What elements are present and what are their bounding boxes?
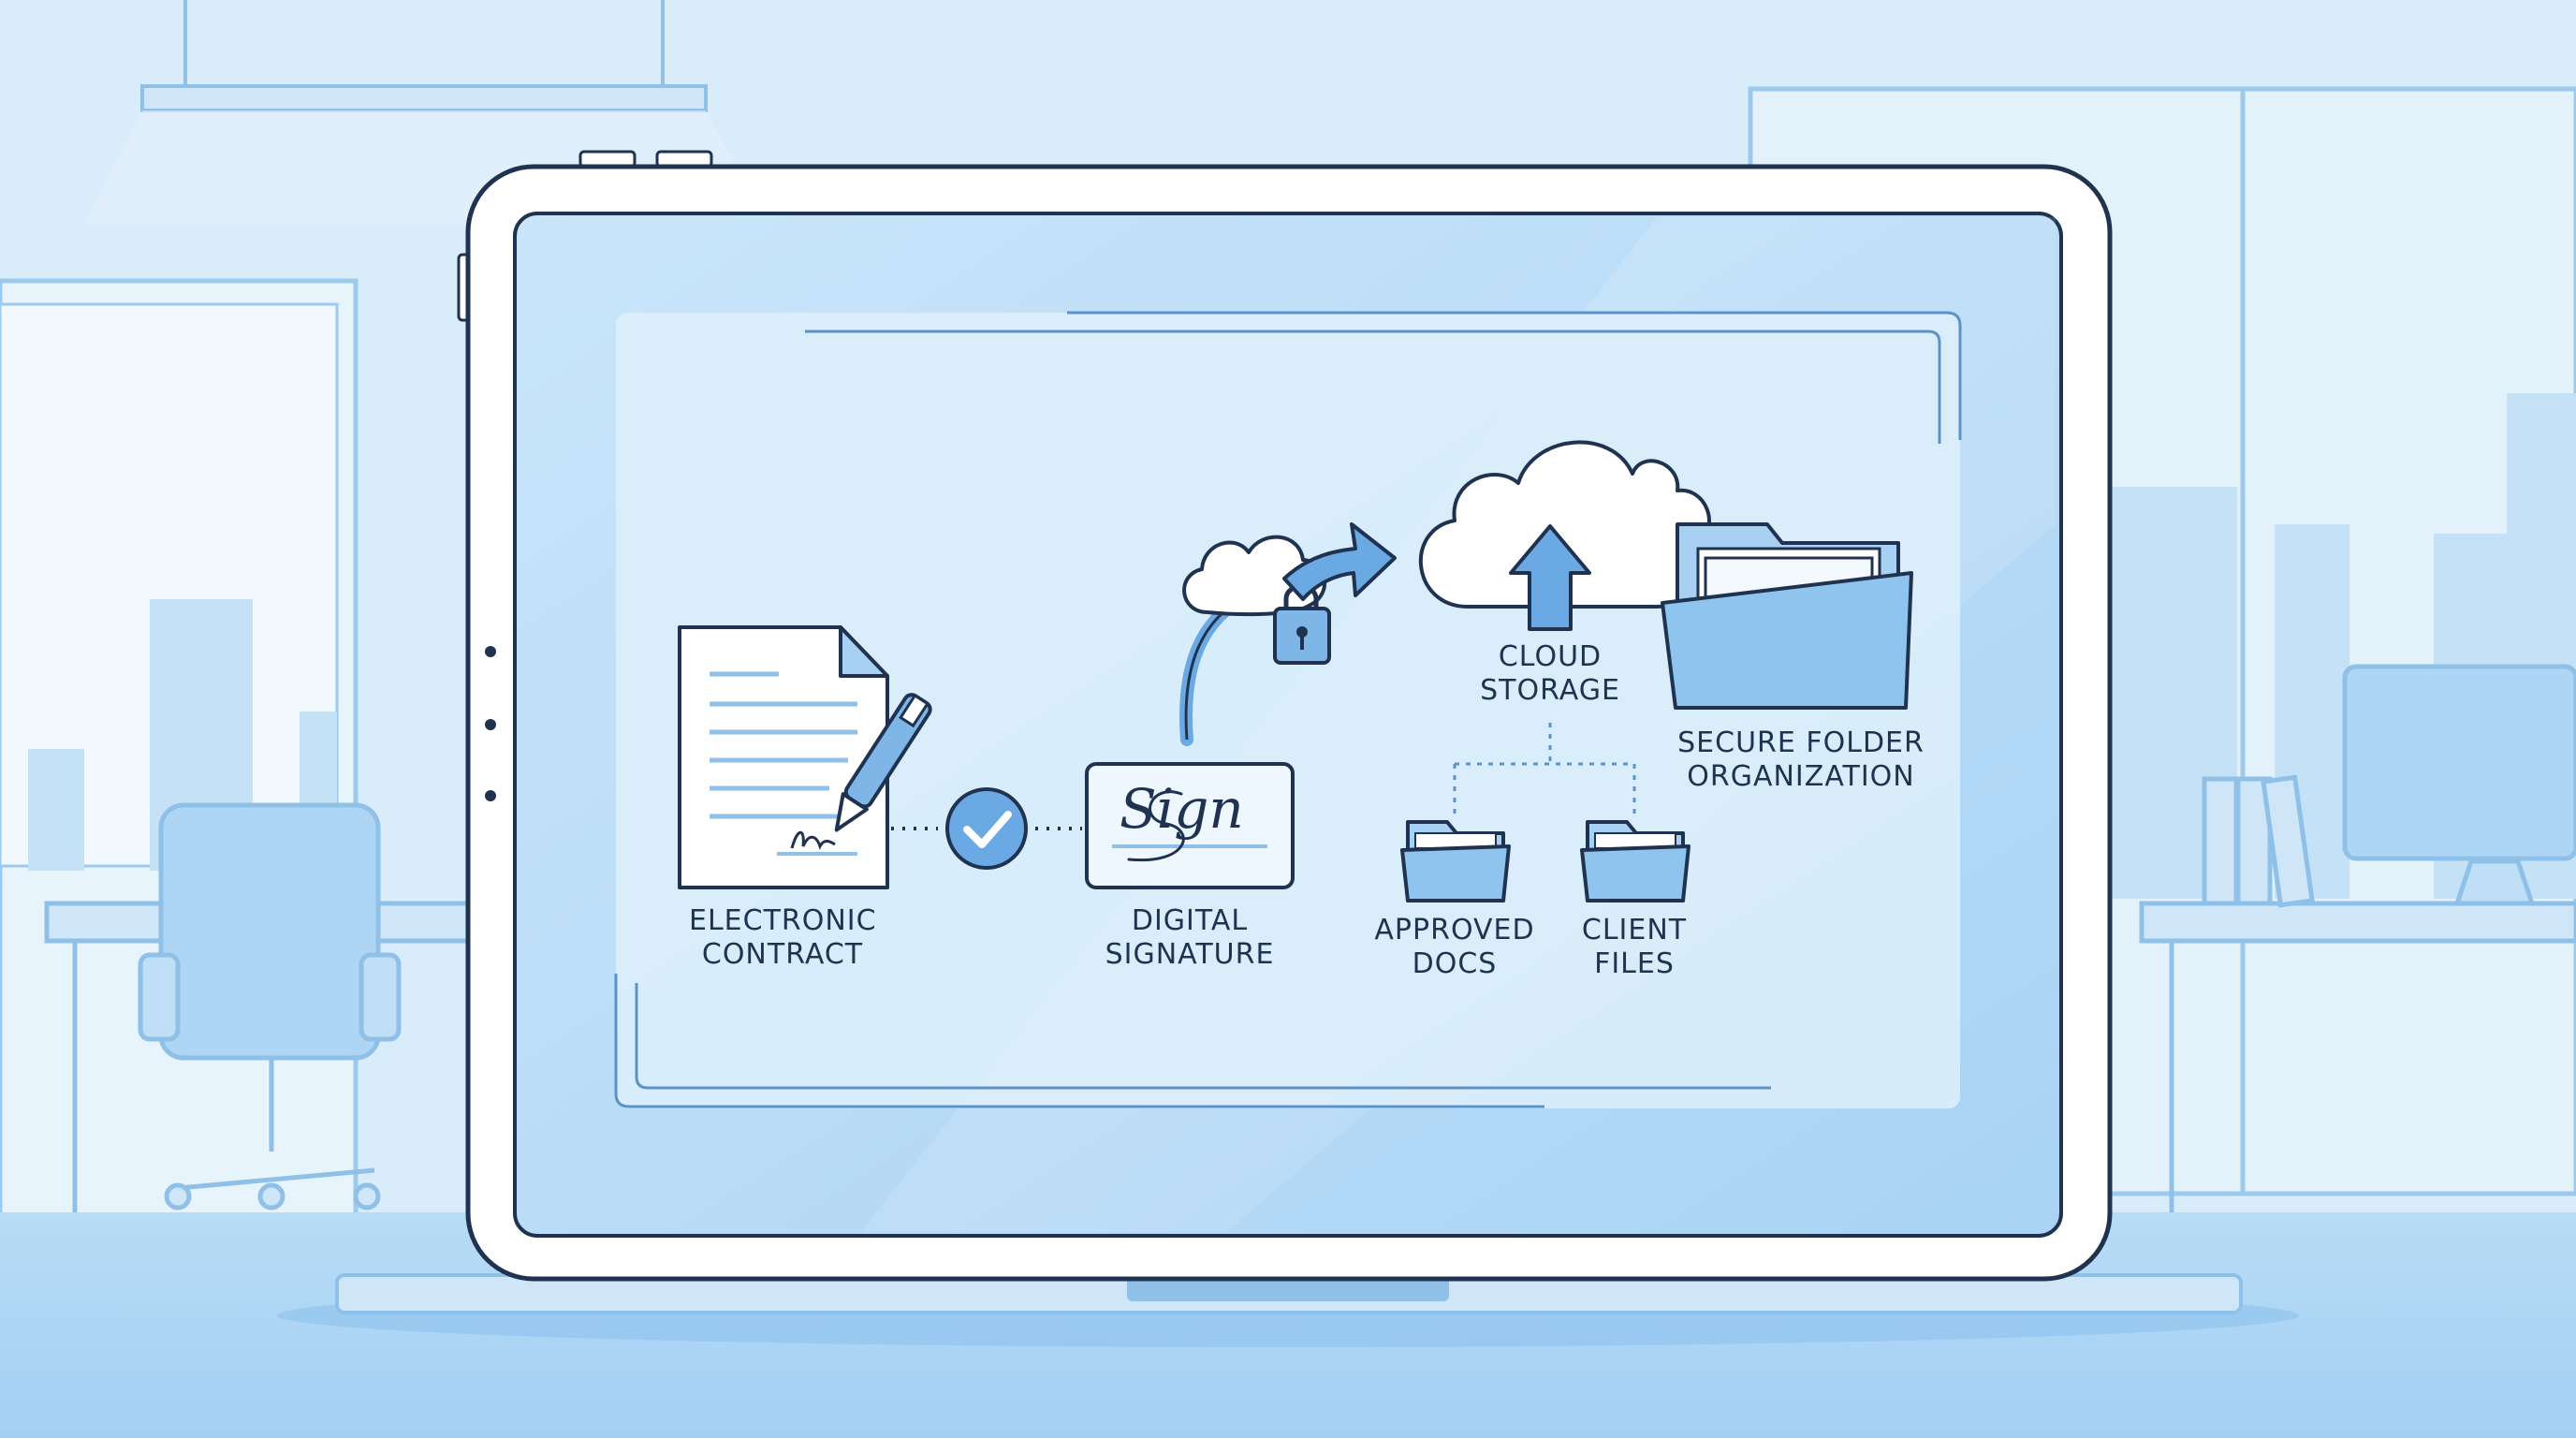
- secure-folder-label-line2: ORGANIZATION: [1687, 760, 1915, 793]
- cloud-storage-label: CLOUD STORAGE: [1456, 640, 1644, 708]
- client-files-label-line2: FILES: [1594, 947, 1675, 980]
- left-window: [0, 278, 359, 1220]
- digital-signature-label-line2: SIGNATURE: [1105, 938, 1275, 971]
- lock-cloud-icon: [1182, 535, 1331, 665]
- approved-docs-label-line2: DOCS: [1412, 947, 1498, 980]
- open-folder-icon: [1661, 522, 1913, 710]
- tree-connector: [1453, 723, 1636, 816]
- office-chair: [44, 802, 480, 1217]
- approved-docs-folder-icon: [1400, 820, 1511, 902]
- client-files-label: CLIENT FILES: [1569, 914, 1700, 981]
- client-files-label-line1: CLIENT: [1581, 914, 1688, 946]
- signature-card-icon: [1085, 762, 1295, 889]
- pen-icon: [834, 693, 932, 832]
- digital-signature-label-line1: DIGITAL: [1131, 904, 1249, 937]
- approved-docs-label: APPROVED DOCS: [1370, 914, 1539, 981]
- digital-signature-label: DIGITAL SIGNATURE: [1091, 904, 1288, 972]
- electronic-contract-label-line1: ELECTRONIC: [689, 904, 877, 937]
- electronic-contract-label-line2: CONTRACT: [701, 938, 864, 971]
- cloud-storage-label-line1: CLOUD: [1498, 640, 1603, 673]
- secure-folder-label: SECURE FOLDER ORGANIZATION: [1662, 726, 1939, 794]
- approved-docs-label-line1: APPROVED: [1374, 914, 1535, 946]
- right-desk: [2139, 664, 2576, 1217]
- checkmark-icon: [945, 787, 1028, 870]
- cloud-storage-label-line2: STORAGE: [1480, 674, 1620, 707]
- electronic-contract-icon: [678, 625, 889, 889]
- arrow-icon: [1282, 522, 1397, 601]
- secure-folder-label-line1: SECURE FOLDER: [1677, 726, 1925, 759]
- client-files-folder-icon: [1580, 820, 1690, 902]
- signature-text: Sign: [1120, 777, 1244, 841]
- electronic-contract-label: ELECTRONIC CONTRACT: [689, 904, 876, 972]
